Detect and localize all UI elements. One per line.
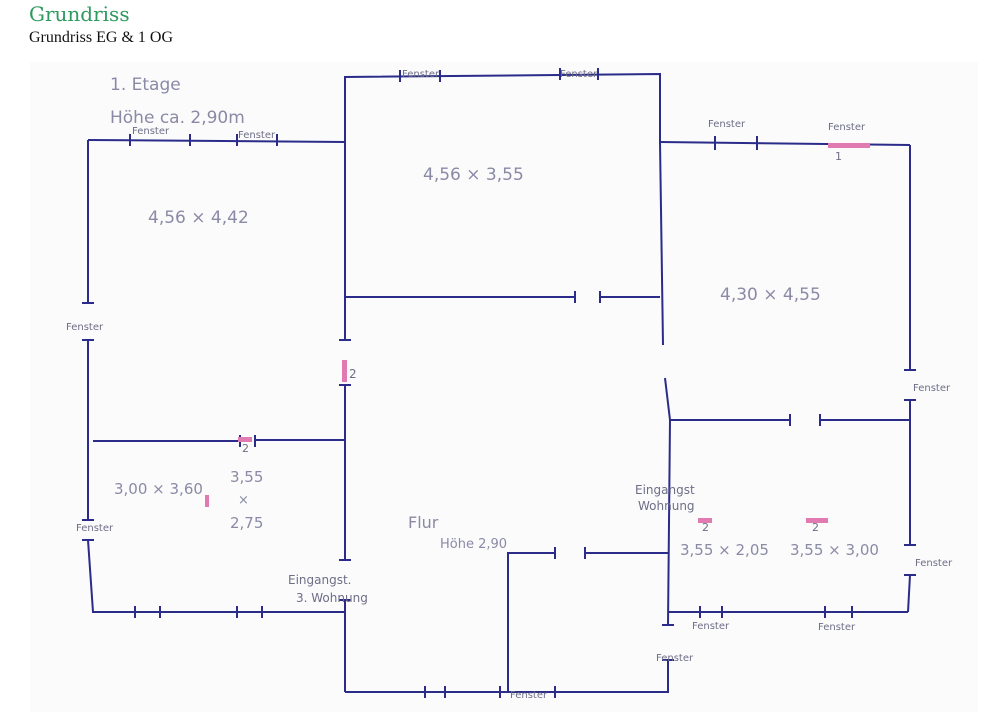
- sketch-paper: [30, 62, 978, 712]
- wall: [659, 141, 664, 346]
- window-label: Fenster: [913, 383, 951, 394]
- page-title: Grundriss: [29, 2, 130, 26]
- page-subtitle: Grundriss EG & 1 OG: [29, 29, 173, 46]
- window-label: Fenster: [656, 653, 694, 664]
- marker-bar: [828, 143, 870, 148]
- entrance-left-line1: Eingangst.: [288, 573, 352, 587]
- marker-2-label-c: 2: [702, 521, 709, 534]
- window-label: Fenster: [510, 690, 548, 701]
- wall: [907, 574, 911, 613]
- header: Grundriss Grundriss EG & 1 OG: [29, 2, 173, 48]
- window-marks: [82, 68, 916, 698]
- wall: [344, 72, 661, 142]
- marker-2-label-d: 2: [812, 521, 819, 534]
- hall-label: Flur: [408, 513, 439, 532]
- window-label: Fenster: [560, 69, 598, 80]
- window-labels: Fenster Fenster Fenster Fenster Fenster …: [66, 69, 953, 701]
- wall: [667, 419, 671, 626]
- marker-bar: [205, 495, 209, 507]
- entrance-right-line1: Eingangst: [635, 483, 695, 497]
- room-dims-top-left: 4,56 × 4,42: [148, 208, 249, 228]
- marker-bar: [238, 437, 252, 442]
- room-dims-alt-2: ×: [238, 493, 249, 508]
- marker-bar: [806, 518, 828, 523]
- marker-1-label: 1: [835, 150, 842, 163]
- window-label: Fenster: [238, 130, 276, 141]
- window-label: Fenster: [828, 122, 866, 133]
- markers: [205, 143, 870, 523]
- entrance-left-line2: 3. Wohnung: [296, 591, 368, 605]
- marker-bar: [342, 360, 347, 382]
- window-label: Fenster: [818, 622, 856, 633]
- window-label: Fenster: [692, 621, 730, 632]
- room-dims-bottom-right-a: 3,55 × 2,05: [680, 541, 769, 559]
- window-label: Fenster: [915, 558, 953, 569]
- room-dims-bottom-right-b: 3,55 × 3,00: [790, 541, 879, 559]
- entrance-right-line2: Wohnung: [638, 499, 695, 513]
- hall-height: Höhe 2,90: [440, 537, 507, 552]
- room-dims-bottom-left: 3,00 × 3,60: [114, 480, 203, 498]
- marker-2-label-a: 2: [349, 367, 357, 381]
- floor-label: 1. Etage: [110, 75, 181, 95]
- window-label: Fenster: [132, 126, 170, 137]
- room-dims-alt-3: 2,75: [230, 514, 263, 532]
- room-dims-top-middle: 4,56 × 3,55: [423, 165, 524, 185]
- room-dims-right: 4,30 × 4,55: [720, 285, 821, 305]
- window-label: Fenster: [708, 119, 746, 130]
- wall: [659, 141, 911, 146]
- window-label: Fenster: [66, 322, 104, 333]
- wall: [507, 552, 555, 692]
- wall: [664, 377, 671, 421]
- marker-bar: [698, 518, 712, 523]
- marker-2-label-b: 2: [242, 442, 249, 455]
- wall: [87, 139, 346, 143]
- walls: [87, 72, 911, 693]
- window-label: Fenster: [76, 523, 114, 534]
- wall: [345, 660, 669, 693]
- height-note: Höhe ca. 2,90m: [110, 108, 245, 128]
- room-dims-alt-1: 3,55: [230, 468, 263, 486]
- window-label: Fenster: [402, 69, 440, 80]
